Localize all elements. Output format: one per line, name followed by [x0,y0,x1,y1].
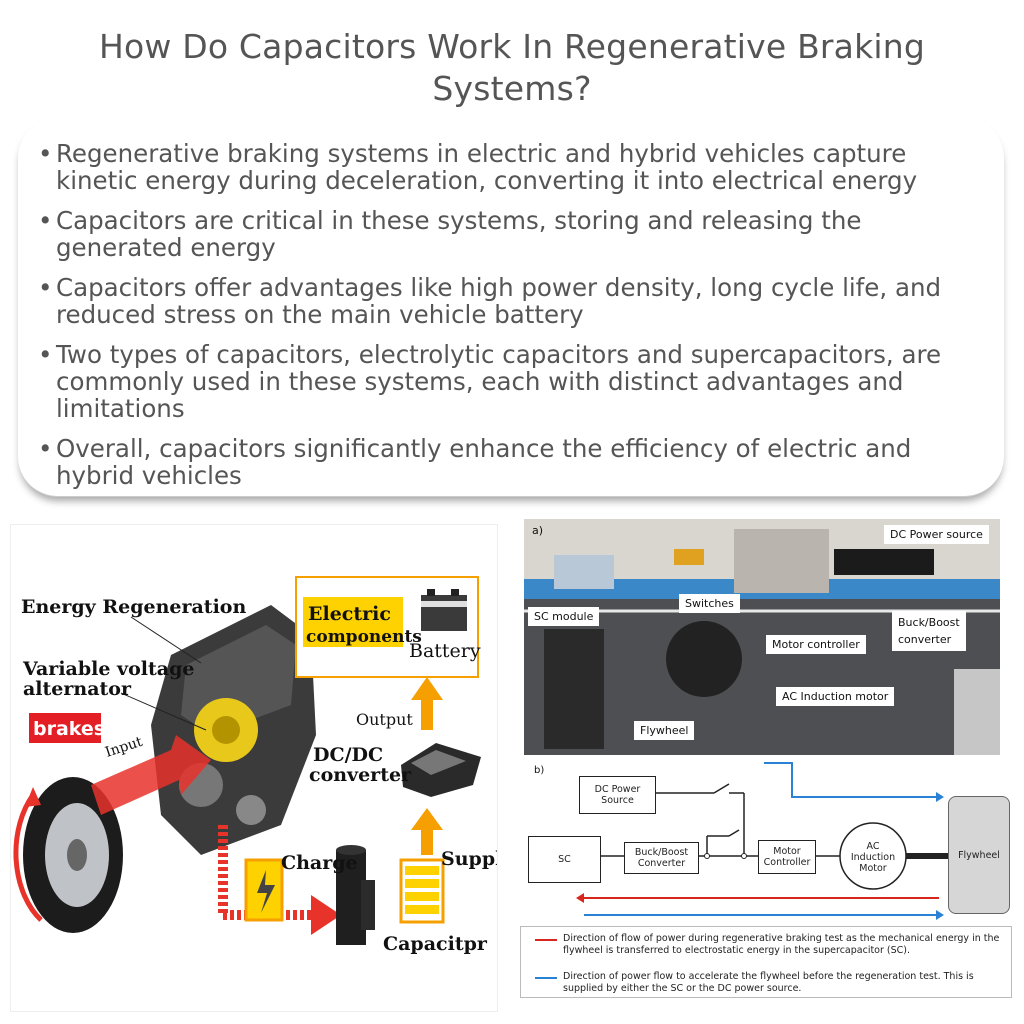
motor-line1: Motor [773,846,801,857]
dc-power-line2: Source [601,795,634,806]
schematic-legend: Direction of flow of power during regene… [520,926,1012,998]
flywheel-block: Flywheel [948,796,1010,914]
brakes-label: brakes [33,718,105,740]
variable-voltage-label: Variable voltage [22,658,194,680]
ac-line3: Motor [859,862,887,874]
supply-label: Supply [441,848,497,870]
flywheel-label: Flywheel [634,721,695,740]
switches-label: Switches [679,594,740,613]
buck-boost-label: Buck/Boost converter [892,611,966,651]
blue-arrow-legend [535,977,557,979]
engine-icon [151,605,316,855]
up-arrow-output [411,677,443,730]
buck-boost-line2: converter [898,633,952,646]
charge-arrow [311,895,341,935]
capacitor-icon [336,845,375,945]
regen-braking-svg: Energy Regeneration Variable voltage alt… [13,576,497,955]
energy-regeneration-label: Energy Regeneration [21,596,246,618]
motor-controller-label: Motor controller [766,635,866,654]
converter-label: converter [309,764,412,786]
charge-icon [244,858,284,922]
ac-induction-motor-label: AC Induction motor [776,687,895,706]
schematic-wires [576,762,949,920]
buck-line1: Buck/Boost [634,847,689,858]
legend-blue-text: Direction of power flow to accelerate th… [563,971,974,994]
regen-braking-illustration: Energy Regeneration Variable voltage alt… [10,524,498,1012]
page-title: How Do Capacitors Work In Regenerative B… [98,27,926,108]
battery-icon [421,589,467,631]
ac-line1: AC [866,840,880,852]
bullet-item: Regenerative braking systems in electric… [34,140,994,194]
brakes-label-bg [29,713,101,743]
dc-power-line1: DC Power [594,784,641,795]
sc-block: SC [528,836,601,883]
electric-components-label-bg [303,597,403,647]
dc-power-source-label: DC Power source [884,525,989,544]
battery-label: Battery [409,640,481,662]
supply-icon [399,858,445,924]
panel-a-label: a) [532,524,544,537]
charge-label: Charge [281,852,358,874]
ac-line2: Induction [850,851,896,863]
bullet-item: Two types of capacitors, electrolytic ca… [34,341,994,422]
dcdc-converter-icon [401,743,481,797]
bullet-item: Overall, capacitors significantly enhanc… [34,435,994,489]
bullet-item: Capacitors offer advantages like high po… [34,274,994,328]
capacitor-label: Capacitpr [383,933,488,955]
motor-line2: Controller [763,857,811,868]
components-label: components [306,627,422,647]
alternator-label: alternator [23,678,132,700]
buck-boost-line1: Buck/Boost [898,616,960,629]
bullet-item: Capacitors are critical in these systems… [34,207,994,261]
test-rig-photo: a) DC Power source Switches SC module Bu… [524,519,1000,755]
up-arrow-supply [411,808,443,855]
input-label: Input [103,734,145,761]
output-label: Output [356,710,413,729]
red-arrow-legend [535,939,557,941]
sc-module-label: SC module [528,607,600,626]
dcdc-label: DC/DC [313,744,383,766]
input-arrow [91,735,211,815]
wheel-icon [13,777,123,933]
panel-b-label: b) [534,765,545,776]
electric-label: Electric [308,603,391,625]
bullet-list: Regenerative braking systems in electric… [34,140,994,502]
legend-red-text: Direction of flow of power during regene… [563,933,1000,956]
buck-line2: Converter [637,858,686,869]
